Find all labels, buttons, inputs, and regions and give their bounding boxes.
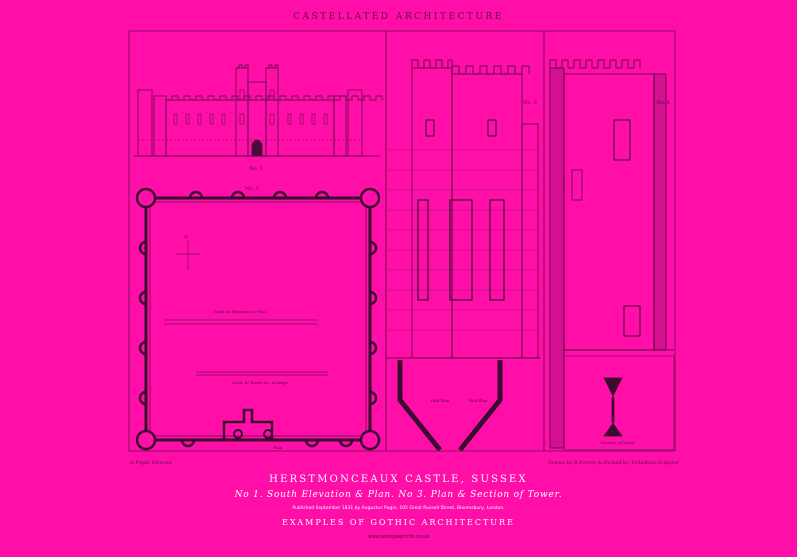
- tower-elevation: [385, 31, 540, 451]
- half-plan-right-label: Half Plan: [469, 398, 488, 403]
- architectural-plate: No. 1: [128, 30, 676, 452]
- plan-label: Plan: [274, 445, 283, 450]
- tower-number: No. 3: [523, 100, 537, 106]
- credit-left: A.Pugin Director: [130, 460, 173, 466]
- header-title: CASTELLATED ARCHITECTURE: [293, 12, 504, 22]
- section-label: Section of Tower: [601, 440, 635, 445]
- section-number: No. 4: [656, 100, 670, 106]
- plan-number: No. 2: [245, 186, 259, 192]
- scale-tower-label: Scale to Tower &c. at large: [232, 380, 288, 385]
- south-elevation: [134, 64, 383, 157]
- credit-right: Drawn by B.Ferrey & Etched by T.Gladwin …: [547, 460, 679, 466]
- publisher-line: Published September 1831 by Augustus Pug…: [292, 506, 505, 511]
- half-plan-left-label: Half Plan: [431, 398, 450, 403]
- plate-frame: [128, 30, 676, 452]
- elevation-number: No. 1: [249, 166, 263, 172]
- tower-section: [543, 31, 675, 451]
- tower-half-plans: [397, 360, 503, 452]
- scale-elevation-label: Scale to Elevation & Plan: [214, 309, 266, 314]
- plate-subtitle: No 1. South Elevation & Plan. No 3. Plan…: [234, 490, 563, 500]
- castle-plan: [135, 187, 381, 451]
- plate-title: HERSTMONCEAUX CASTLE, SUSSEX: [269, 474, 528, 485]
- north-label: N: [184, 234, 188, 239]
- series-title: EXAMPLES OF GOTHIC ARCHITECTURE: [282, 518, 515, 527]
- footer-site[interactable]: www.antiqueprints.co.uk: [367, 534, 430, 540]
